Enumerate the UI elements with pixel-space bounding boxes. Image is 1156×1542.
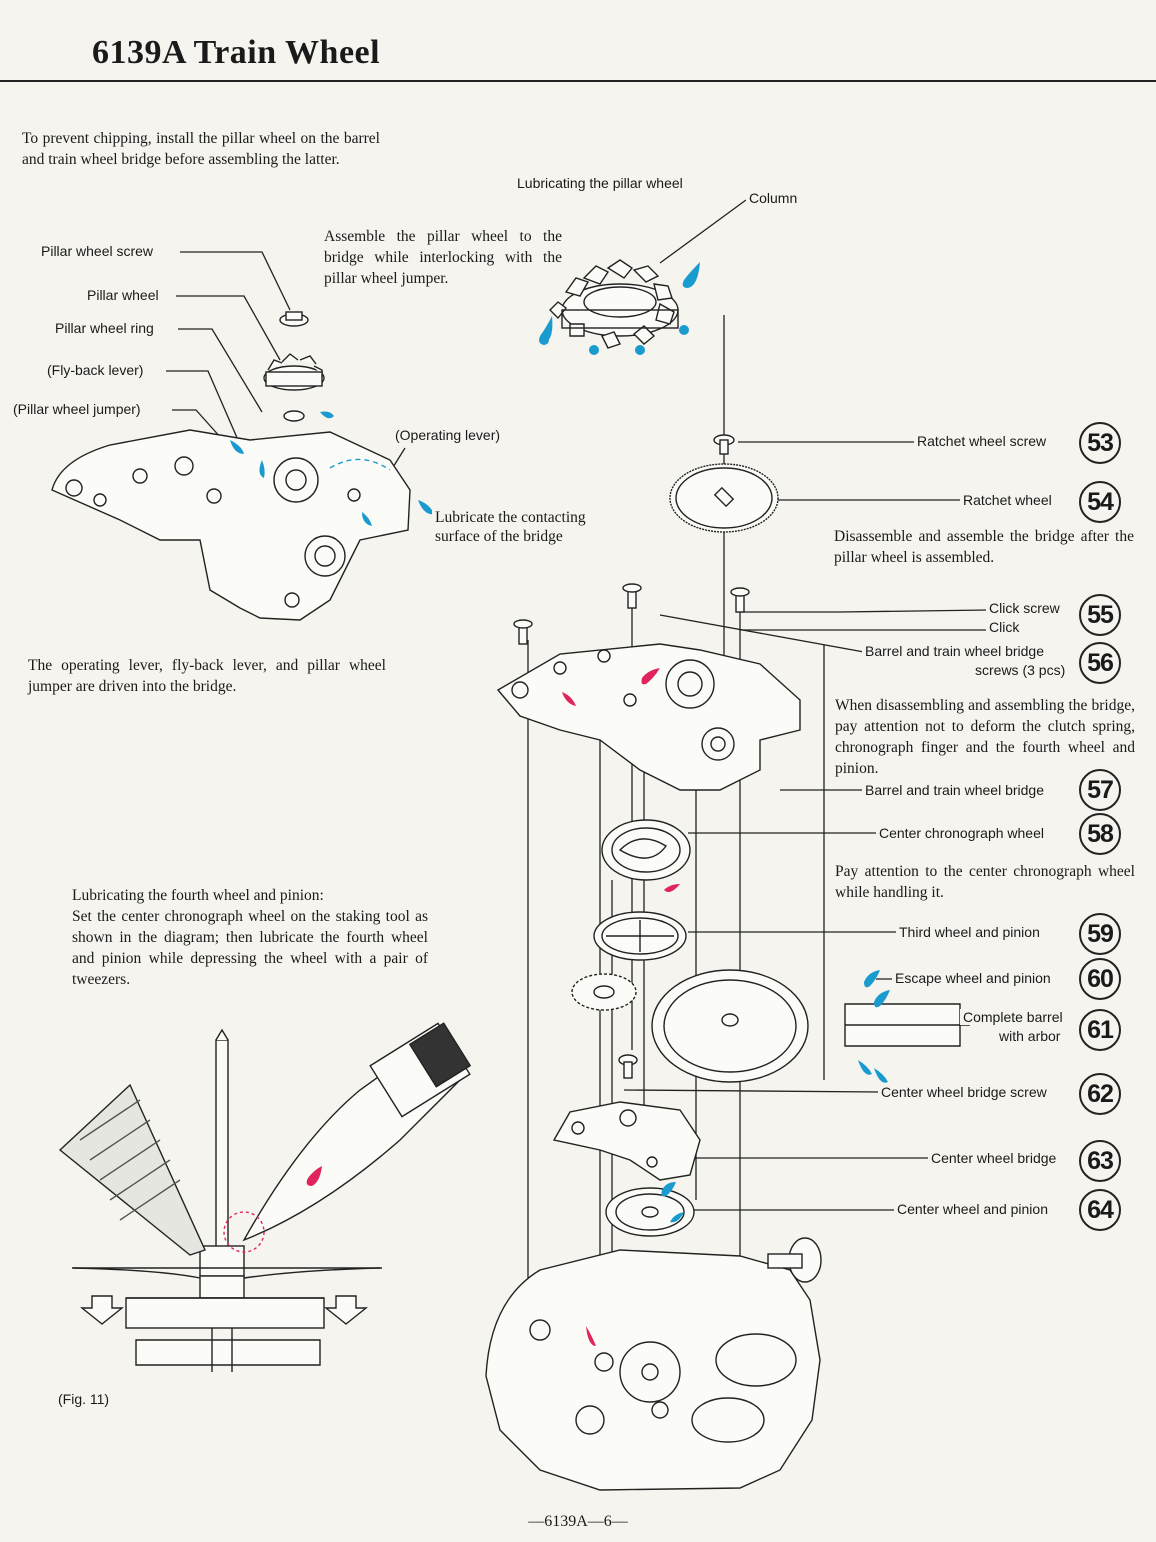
label-pillar-wheel-jumper: (Pillar wheel jumper) [10, 401, 144, 417]
part-60-number: 60 [1079, 958, 1121, 1000]
part-58-label: Center chronograph wheel [876, 825, 1047, 841]
label-lubricate-contacting: Lubricate the contacting [432, 509, 589, 527]
part-58-number: 58 [1079, 813, 1121, 855]
part-61-label2: with arbor [996, 1028, 1064, 1044]
bridge-assembly-left [51, 311, 411, 621]
part-55-label: Click screw [986, 600, 1063, 616]
part-57-label: Barrel and train wheel bridge [862, 782, 1047, 798]
note-fourth-wheel-heading: Lubricating the fourth wheel and pinion: [72, 887, 324, 904]
label-operating-lever: (Operating lever) [392, 427, 504, 443]
page-footer: —6139A—6— [528, 1513, 628, 1530]
part-56-number: 56 [1079, 642, 1121, 684]
note-deform: When disassembling and assembling the br… [835, 697, 1135, 777]
part-63-number: 63 [1079, 1140, 1121, 1182]
note-chipping: To prevent chipping, install the pillar … [22, 130, 380, 168]
part-54-number: 54 [1079, 481, 1121, 523]
part-55-label2: Click [986, 619, 1023, 635]
note-assemble-pillar: Assemble the pillar wheel to the bridge … [324, 228, 562, 287]
label-fig-11: (Fig. 11) [55, 1391, 113, 1407]
part-56-label2: screws (3 pcs) [972, 662, 1069, 678]
part-64-number: 64 [1079, 1189, 1121, 1231]
pillar-wheel-detail [549, 259, 679, 349]
note-fourth-wheel-body: Set the center chronograph wheel on the … [72, 908, 428, 988]
note-driven: The operating lever, fly-back lever, and… [28, 657, 386, 695]
red-oil-drops [306, 668, 680, 1346]
page-title: 6139A Train Wheel [92, 34, 381, 71]
title-rule [0, 80, 1156, 82]
label-pillar-wheel-ring: Pillar wheel ring [52, 320, 157, 336]
part-63-label: Center wheel bridge [928, 1150, 1060, 1166]
label-lubricating-pillar-wheel: Lubricating the pillar wheel [514, 175, 686, 191]
exploded-parts-right [485, 434, 970, 1491]
part-61-label: Complete barrel [960, 1009, 1066, 1025]
label-column: Column [746, 190, 801, 206]
part-55-number: 55 [1079, 594, 1121, 636]
part-53-number: 53 [1079, 422, 1121, 464]
part-59-number: 59 [1079, 913, 1121, 955]
part-54-label: Ratchet wheel [960, 492, 1055, 508]
label-surface-of-bridge: surface of the bridge [432, 528, 566, 546]
label-pillar-wheel-screw: Pillar wheel screw [38, 243, 157, 259]
staking-tool-figure [58, 1022, 472, 1372]
part-61-number: 61 [1079, 1009, 1121, 1051]
oil-drops [230, 262, 890, 1223]
note-bridge-after: Disassemble and assemble the bridge afte… [834, 528, 1134, 566]
label-fly-back-lever: (Fly-back lever) [44, 362, 147, 378]
label-pillar-wheel: Pillar wheel [84, 287, 162, 303]
part-57-number: 57 [1079, 769, 1121, 811]
part-53-label: Ratchet wheel screw [914, 433, 1050, 449]
part-64-label: Center wheel and pinion [894, 1201, 1051, 1217]
note-center-chrono: Pay attention to the center chronograph … [835, 863, 1135, 901]
part-59-label: Third wheel and pinion [896, 924, 1043, 940]
part-62-label: Center wheel bridge screw [878, 1084, 1050, 1100]
part-56-label: Barrel and train wheel bridge [862, 643, 1047, 659]
part-62-number: 62 [1079, 1073, 1121, 1115]
part-60-label: Escape wheel and pinion [892, 970, 1054, 986]
